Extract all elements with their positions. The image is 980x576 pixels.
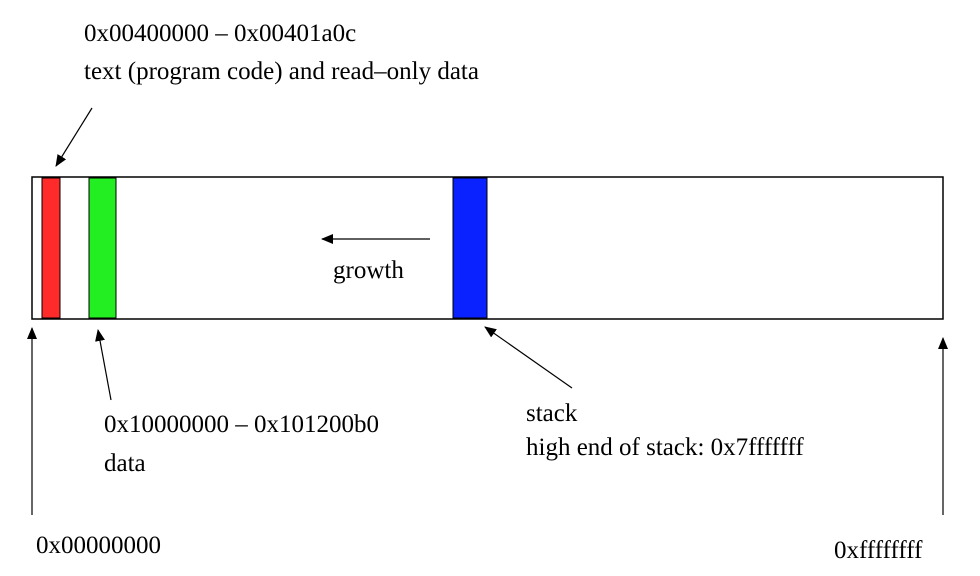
data-segment-arrow (95, 329, 112, 401)
data-segment (88, 177, 117, 319)
growth-label: growth (333, 257, 404, 284)
stack-description-label: high end of stack: 0x7fffffff (526, 434, 804, 461)
stack-segment-arrow (484, 326, 573, 389)
data-range-label: 0x10000000 – 0x101200b0 (104, 411, 379, 438)
text-segment-arrow (55, 107, 93, 167)
text-description-label: text (program code) and read–only data (84, 58, 479, 85)
stack-title-label: stack (526, 400, 578, 427)
stack-segment (452, 177, 488, 319)
low-address-label: 0x00000000 (36, 532, 161, 559)
data-description-label: data (104, 450, 146, 477)
text-range-label: 0x00400000 – 0x00401a0c (84, 20, 357, 47)
high-address-label: 0xffffffff (834, 537, 923, 564)
text-segment (41, 177, 61, 319)
